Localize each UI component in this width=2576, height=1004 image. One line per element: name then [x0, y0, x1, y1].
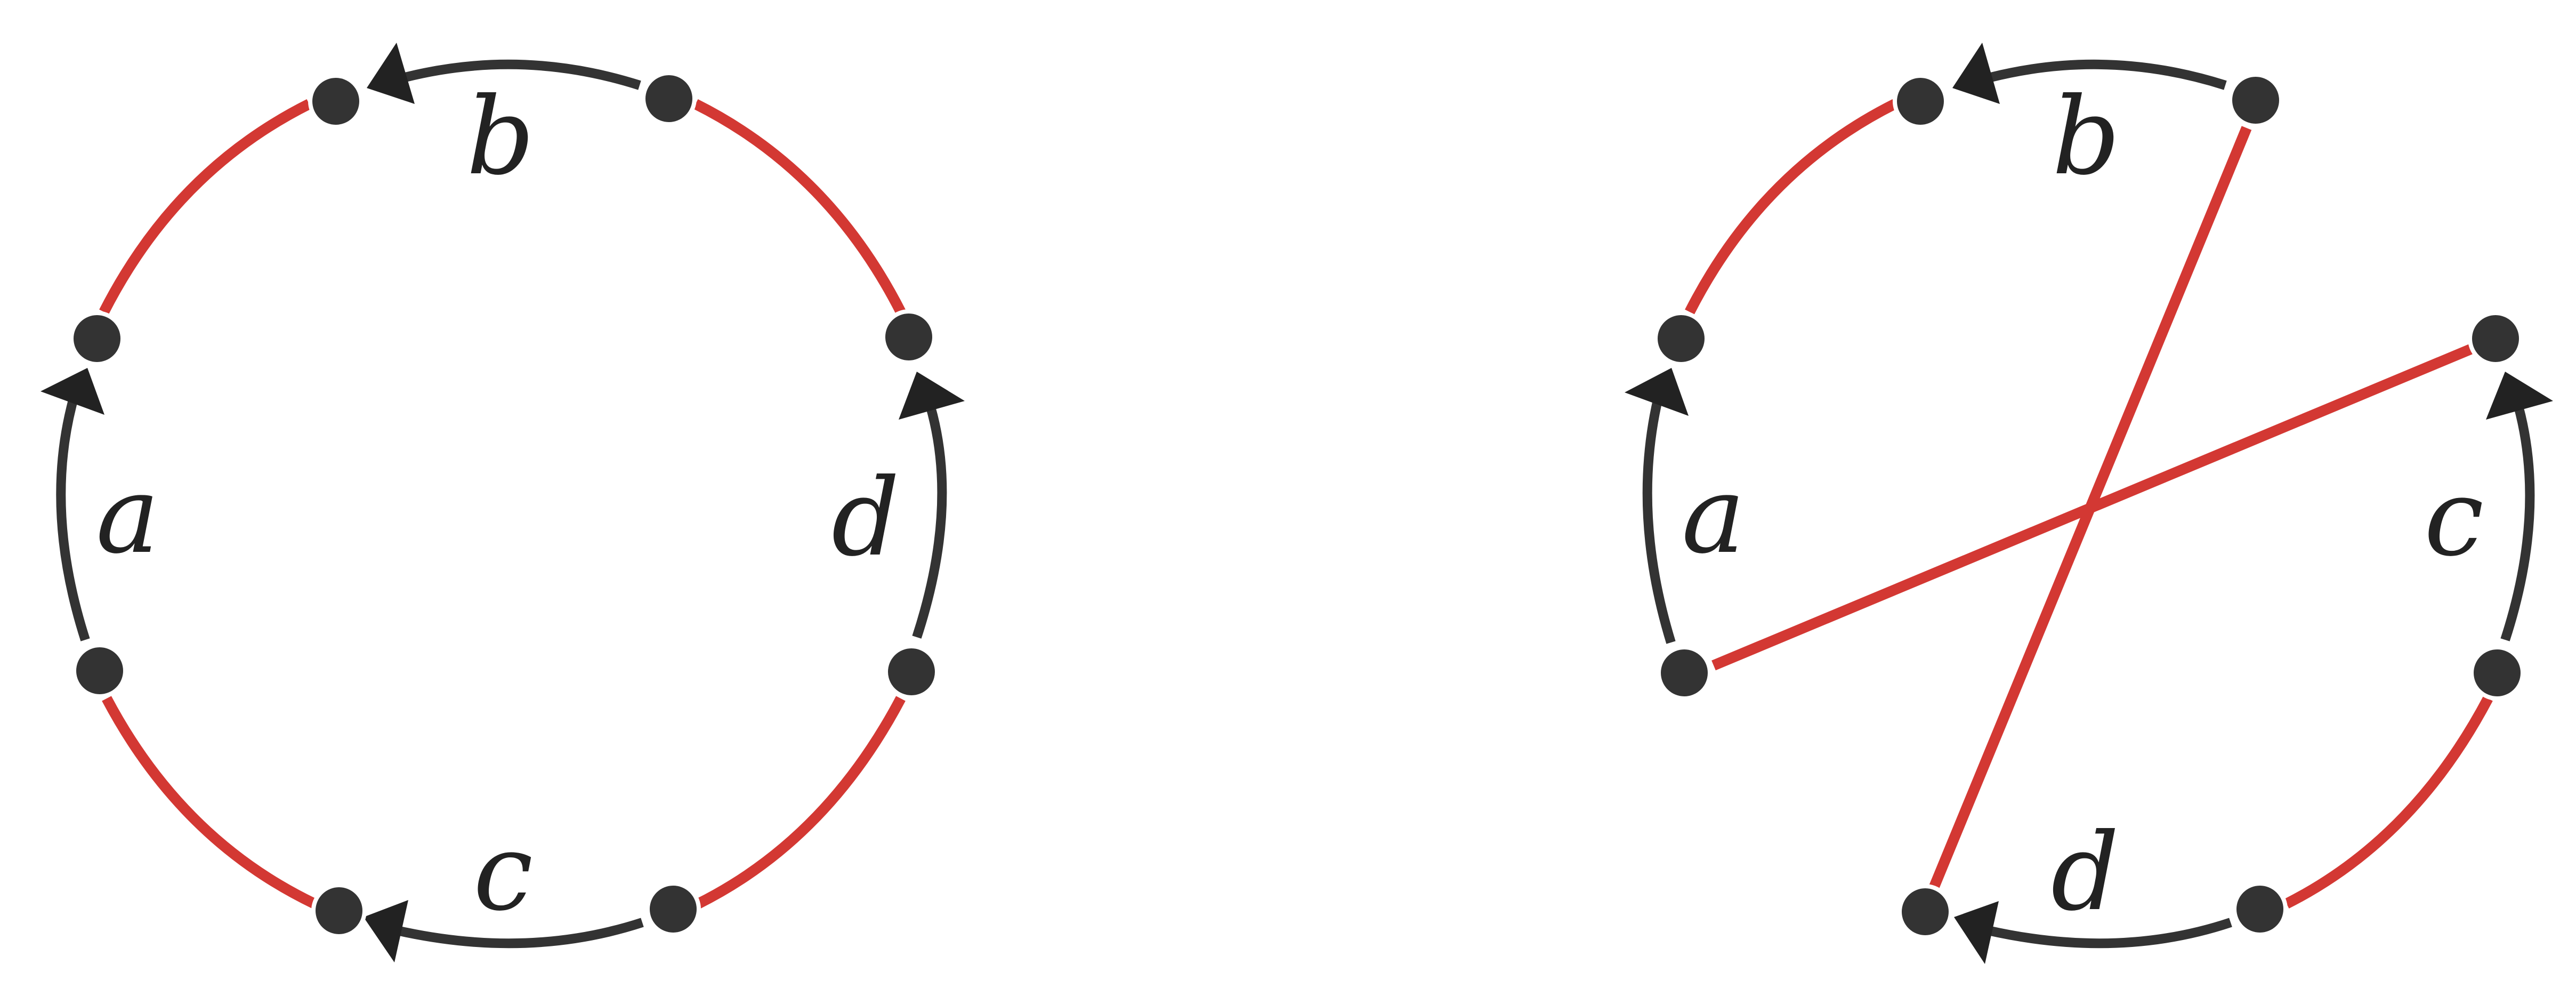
- right-node-top-left: [1893, 74, 1948, 129]
- right-label-d: d: [2051, 810, 2119, 935]
- left-node-upper-left: [69, 311, 125, 366]
- right-node-lower-right: [2469, 645, 2525, 701]
- left-label-a: a: [96, 453, 159, 577]
- right-red-edge-crossing-2: [1711, 344, 2473, 671]
- left-node-top-left: [308, 74, 364, 129]
- left-arrowhead-b: [367, 43, 415, 104]
- right-arrowhead-d: [1954, 901, 1999, 964]
- right-arrowhead-a: [1625, 368, 1689, 416]
- left-node-bottom-right: [645, 881, 701, 937]
- left-arrow-d: [912, 404, 947, 639]
- right-red-edge-bottom-right: [2284, 696, 2493, 909]
- left-label-d: d: [831, 456, 900, 580]
- right-node-bottom-left: [1897, 884, 1953, 939]
- left-arrowhead-a: [41, 368, 104, 415]
- left-arrow-b: [403, 59, 641, 90]
- left-red-edge-top-right: [693, 99, 906, 315]
- left-label-c: c: [473, 810, 533, 935]
- left-diagram: a b c d: [41, 43, 965, 962]
- right-node-upper-right: [2468, 311, 2523, 366]
- left-node-bottom-left: [311, 883, 367, 938]
- left-arrow-a: [56, 393, 90, 641]
- left-node-lower-right: [884, 644, 939, 700]
- right-node-lower-left: [1657, 645, 1712, 701]
- right-label-c: c: [2424, 456, 2484, 580]
- left-label-b: b: [466, 75, 535, 199]
- left-red-edge-bottom-right: [696, 696, 906, 909]
- left-red-edge-top-left: [99, 99, 312, 315]
- right-red-edge-top-left: [1685, 99, 1897, 315]
- right-label-b: b: [2052, 75, 2120, 199]
- right-arrow-b: [1989, 59, 2227, 90]
- left-node-lower-left: [72, 643, 127, 698]
- right-arrow-c: [2500, 405, 2535, 641]
- left-arrowhead-d: [899, 372, 965, 420]
- right-node-top-right: [2228, 73, 2283, 128]
- right-arrow-d: [1987, 918, 2232, 949]
- left-node-upper-right: [881, 309, 936, 365]
- left-node-top-right: [641, 71, 697, 126]
- right-arrow-a: [1642, 394, 1676, 644]
- left-arrow-c: [396, 918, 644, 949]
- right-arrowhead-c: [2486, 372, 2553, 420]
- right-label-a: a: [1682, 453, 1745, 577]
- right-arrowhead-b: [1952, 43, 2000, 104]
- right-diagram: a b c d: [1625, 43, 2553, 964]
- right-node-upper-left: [1653, 311, 1709, 366]
- right-node-bottom-right: [2232, 881, 2288, 937]
- left-red-edge-bottom-left: [102, 696, 317, 909]
- left-arrowhead-c: [364, 900, 408, 962]
